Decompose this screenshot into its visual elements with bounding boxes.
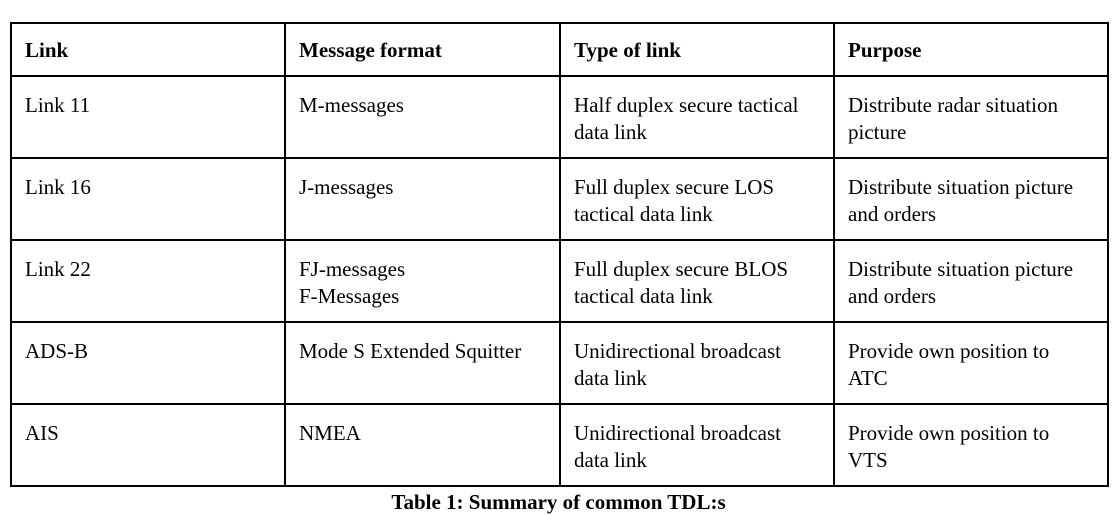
cell-purpose: Distribute situation picture and orders xyxy=(833,157,1109,241)
cell-line: and orders xyxy=(848,284,937,308)
cell-line: Distribute situation picture xyxy=(848,257,1074,281)
cell-line: Provide own position to xyxy=(848,421,1050,445)
cell-line: J-messages xyxy=(299,175,394,199)
tdl-summary-table: Link Message format Type of link Purpose… xyxy=(10,22,1109,487)
cell-line: Unidirectional broadcast xyxy=(574,421,782,445)
cell-line: F-Messages xyxy=(299,284,400,308)
cell-line: NMEA xyxy=(299,421,361,445)
cell-line: Full duplex secure LOS xyxy=(574,175,775,199)
cell-type-of-link: Unidirectional broadcast data link xyxy=(559,321,835,405)
cell-line: Link 16 xyxy=(25,175,91,199)
cell-link: Link 11 xyxy=(10,75,286,159)
cell-line: data link xyxy=(574,366,647,390)
header-link: Link xyxy=(10,22,286,77)
cell-type-of-link: Full duplex secure BLOS tactical data li… xyxy=(559,239,835,323)
cell-line: FJ-messages xyxy=(299,257,406,281)
table-row: Link 11 M-messages Half duplex secure ta… xyxy=(10,75,1109,159)
cell-line: Link 11 xyxy=(25,93,91,117)
table-row: Link 22 FJ-messages F-Messages Full dupl… xyxy=(10,239,1109,323)
cell-link: Link 22 xyxy=(10,239,286,323)
table-header-row: Link Message format Type of link Purpose xyxy=(10,22,1109,77)
cell-line: data link xyxy=(574,120,647,144)
cell-link: ADS-B xyxy=(10,321,286,405)
header-type-of-link: Type of link xyxy=(559,22,835,77)
cell-message-format: NMEA xyxy=(284,403,561,487)
header-purpose: Purpose xyxy=(833,22,1109,77)
cell-message-format: J-messages xyxy=(284,157,561,241)
cell-line: M-messages xyxy=(299,93,404,117)
cell-line: VTS xyxy=(848,448,888,472)
cell-line: tactical data link xyxy=(574,202,713,226)
cell-line: picture xyxy=(848,120,907,144)
cell-line: Link 22 xyxy=(25,257,91,281)
cell-line: AIS xyxy=(25,421,59,445)
cell-purpose: Provide own position to VTS xyxy=(833,403,1109,487)
cell-purpose: Distribute radar situation picture xyxy=(833,75,1109,159)
cell-purpose: Provide own position to ATC xyxy=(833,321,1109,405)
cell-type-of-link: Half duplex secure tactical data link xyxy=(559,75,835,159)
cell-line: and orders xyxy=(848,202,937,226)
table-row: Link 16 J-messages Full duplex secure LO… xyxy=(10,157,1109,241)
cell-line: Unidirectional broadcast xyxy=(574,339,782,363)
cell-line: Provide own position to xyxy=(848,339,1050,363)
cell-line: Half duplex secure tactical xyxy=(574,93,799,117)
cell-message-format: Mode S Extended Squitter xyxy=(284,321,561,405)
cell-line: ADS-B xyxy=(25,339,89,363)
cell-line: tactical data link xyxy=(574,284,713,308)
cell-type-of-link: Full duplex secure LOS tactical data lin… xyxy=(559,157,835,241)
cell-line: data link xyxy=(574,448,647,472)
cell-message-format: M-messages xyxy=(284,75,561,159)
document-page: Link Message format Type of link Purpose… xyxy=(10,22,1109,515)
cell-line: Distribute situation picture xyxy=(848,175,1074,199)
cell-line: Distribute radar situation xyxy=(848,93,1058,117)
cell-line: Full duplex secure BLOS xyxy=(574,257,789,281)
cell-link: AIS xyxy=(10,403,286,487)
table-row: ADS-B Mode S Extended Squitter Unidirect… xyxy=(10,321,1109,405)
cell-line: Mode S Extended Squitter xyxy=(299,339,522,363)
table-caption: Table 1: Summary of common TDL:s xyxy=(391,490,726,514)
cell-line: ATC xyxy=(848,366,888,390)
table-row: AIS NMEA Unidirectional broadcast data l… xyxy=(10,403,1109,487)
cell-link: Link 16 xyxy=(10,157,286,241)
header-message-format: Message format xyxy=(284,22,561,77)
cell-type-of-link: Unidirectional broadcast data link xyxy=(559,403,835,487)
cell-purpose: Distribute situation picture and orders xyxy=(833,239,1109,323)
cell-message-format: FJ-messages F-Messages xyxy=(284,239,561,323)
